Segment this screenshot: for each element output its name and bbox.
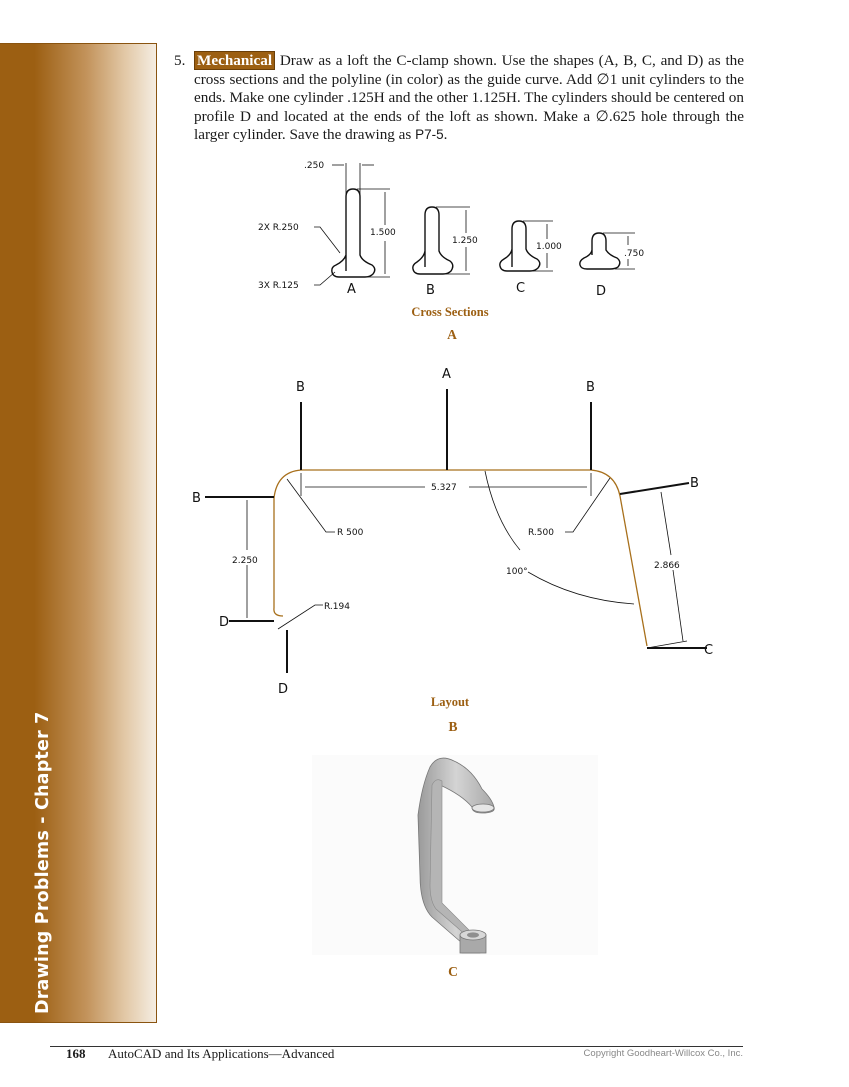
right-fillet-dim: R.500 xyxy=(528,528,554,538)
section-label-left-upper: B xyxy=(192,491,201,506)
sidebar-title: Drawing Problems - Chapter 7 xyxy=(33,711,53,1014)
drawing-filename: P7-5 xyxy=(415,127,444,143)
chapter-sidebar: Drawing Problems - Chapter 7 xyxy=(0,43,157,1023)
footer-rule xyxy=(50,1046,743,1047)
fillet-note-2x: 2X R.250 xyxy=(258,223,299,233)
left-height-dim: 2.250 xyxy=(232,556,258,566)
top-length-dim: 5.327 xyxy=(431,483,457,493)
guide-curve xyxy=(273,469,648,647)
profile-d-label: D xyxy=(596,284,606,299)
figure-c-letter: C xyxy=(448,964,458,979)
figure-a-letter: A xyxy=(447,327,457,342)
profile-c-height: 1.000 xyxy=(536,242,562,252)
profile-b-label: B xyxy=(426,283,435,298)
section-label-left-lower: D xyxy=(219,615,229,630)
book-title: AutoCAD and Its Applications—Advanced xyxy=(108,1046,335,1061)
section-label-top-center: A xyxy=(442,367,451,382)
right-length-dim: 2.866 xyxy=(654,561,680,571)
profile-d-height: .750 xyxy=(624,249,644,259)
angle-dim: 100° xyxy=(506,567,528,577)
figure-b-letter: B xyxy=(448,719,458,734)
category-tag: Mechanical xyxy=(194,51,276,70)
problem-text: Draw as a loft the C-clamp shown. Use th… xyxy=(194,52,744,144)
problem-statement: 5. Mechanical Draw as a loft the C-clamp… xyxy=(174,51,744,145)
profile-b-height: 1.250 xyxy=(452,236,478,246)
left-fillet-dim: R 500 xyxy=(337,528,364,538)
layout-drawing: B A B B B D D C 5.327 R 500 R.500 2.250 … xyxy=(192,367,713,697)
fillet-note-3x: 3X R.125 xyxy=(258,281,299,291)
c-clamp-render xyxy=(312,755,598,955)
problem-number: 5. xyxy=(174,52,186,69)
figure-a-caption: Cross Sections xyxy=(411,305,489,319)
bottom-fillet-dim: R.194 xyxy=(324,602,350,612)
section-label-right-upper: B xyxy=(690,476,699,491)
section-label-bottom-left: D xyxy=(278,682,288,697)
problem-end: . xyxy=(443,126,448,144)
section-label-top-right: B xyxy=(586,380,595,395)
figure-b-caption: Layout xyxy=(430,695,470,709)
width-dim-label: .250 xyxy=(304,161,324,171)
copyright-notice: Copyright Goodheart-Willcox Co., Inc. xyxy=(583,1048,743,1059)
section-label-right-lower: C xyxy=(704,643,713,658)
profile-c-label: C xyxy=(516,281,525,296)
profile-a-height: 1.500 xyxy=(370,228,396,238)
profile-a-label: A xyxy=(347,282,356,297)
section-label-top-left: B xyxy=(296,380,305,395)
cross-sections-drawing: .250 2X R.250 3X R.125 1.500 1.250 1.000… xyxy=(258,161,644,299)
page-number: 168 xyxy=(66,1046,86,1061)
c-clamp-3d-icon xyxy=(417,757,495,954)
